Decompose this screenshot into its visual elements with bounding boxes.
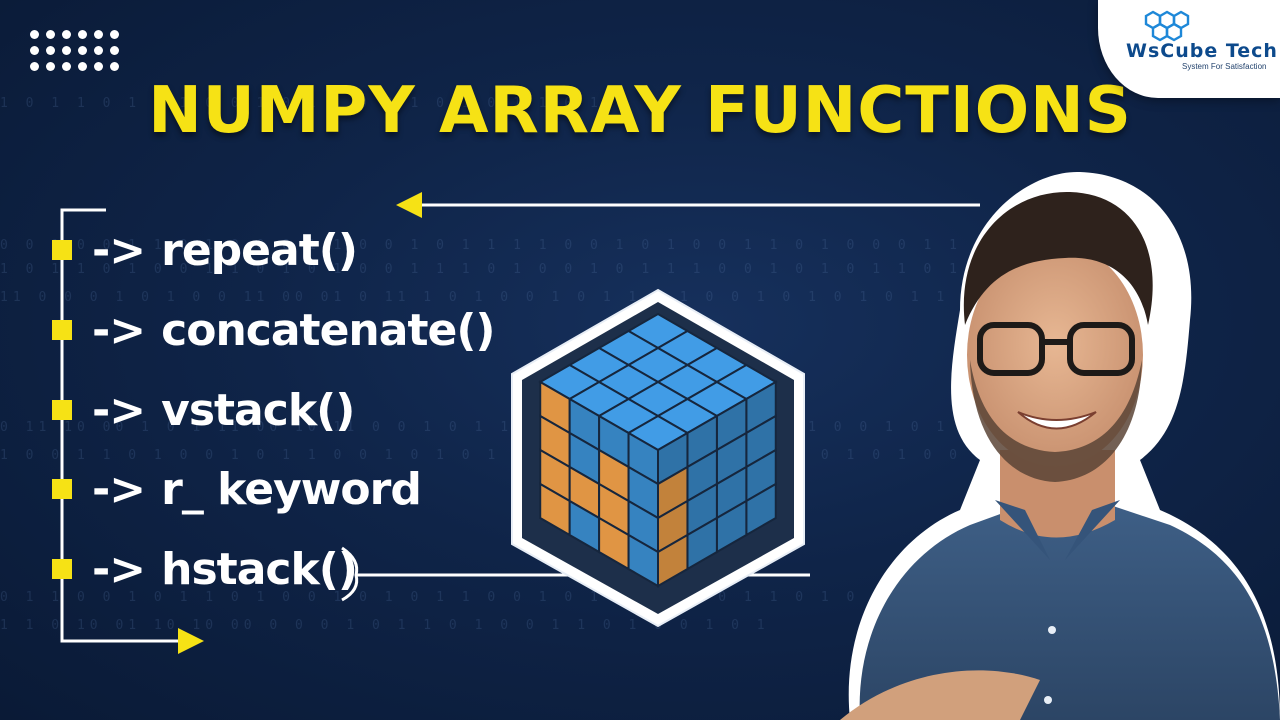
yellow-square-bullet-icon bbox=[52, 559, 72, 579]
list-item-r-keyword: -> r_ keyword bbox=[52, 461, 422, 517]
dot-grid-decoration bbox=[30, 30, 119, 71]
function-name: repeat() bbox=[161, 224, 358, 276]
yellow-square-bullet-icon bbox=[52, 240, 72, 260]
binary-row: 0 1 1 0 0 1 0 1 1 0 1 0 0 1 0 1 0 1 1 0 … bbox=[0, 590, 988, 605]
function-name: r_ keyword bbox=[161, 463, 422, 515]
function-name: hstack() bbox=[161, 543, 358, 595]
list-item-vstack: -> vstack() bbox=[52, 382, 355, 438]
list-arrow: -> bbox=[92, 384, 146, 436]
yellow-square-bullet-icon bbox=[52, 320, 72, 340]
binary-row: 1 0 1 1 0 1 0 0 1 1 0 1 0 1 0 0 1 1 1 0 … bbox=[0, 262, 1065, 277]
list-arrow: -> bbox=[92, 463, 146, 515]
logo-tagline: System For Satisfaction bbox=[1182, 62, 1267, 71]
list-item-concatenate: -> concatenate() bbox=[52, 302, 496, 358]
numpy-array-cube-icon bbox=[511, 288, 805, 628]
logo-name: WsCube Tech bbox=[1126, 40, 1278, 62]
yellow-square-bullet-icon bbox=[52, 479, 72, 499]
presenter-photo bbox=[840, 171, 1280, 720]
binary-row: 11 0 0 0 1 0 1 0 0 11 00 01 0 11 1 0 1 0… bbox=[0, 290, 975, 305]
hexagon-logo-icon bbox=[1144, 10, 1190, 42]
function-name: vstack() bbox=[161, 384, 355, 436]
list-arrow: -> bbox=[92, 304, 146, 356]
list-arrow: -> bbox=[92, 543, 146, 595]
bracket-arrowhead bbox=[178, 628, 204, 654]
top-arrowhead bbox=[396, 192, 422, 218]
brand-logo: WsCube Tech System For Satisfaction bbox=[1098, 0, 1280, 98]
binary-row: 0 0 1 0 0 1 1 0 1 0 0 0 1 1 0 0 1 0 1 1 … bbox=[0, 238, 1116, 253]
thumbnail-title: NUMPY ARRAY FUNCTIONS bbox=[148, 74, 1132, 148]
cube-cell-face bbox=[657, 533, 689, 588]
list-arrow: -> bbox=[92, 224, 146, 276]
list-item-hstack: -> hstack() bbox=[52, 541, 358, 597]
binary-row: 1 1 0 10 01 10 10 00 0 0 0 1 0 1 1 0 1 0… bbox=[0, 618, 770, 633]
function-name: concatenate() bbox=[161, 304, 495, 356]
binary-row: 1 0 1 1 0 1 0 1 0 0 1 0 1 1 0 0 1 0 1 0 … bbox=[0, 96, 629, 111]
yellow-square-bullet-icon bbox=[52, 400, 72, 420]
list-item-repeat: -> repeat() bbox=[52, 222, 358, 278]
